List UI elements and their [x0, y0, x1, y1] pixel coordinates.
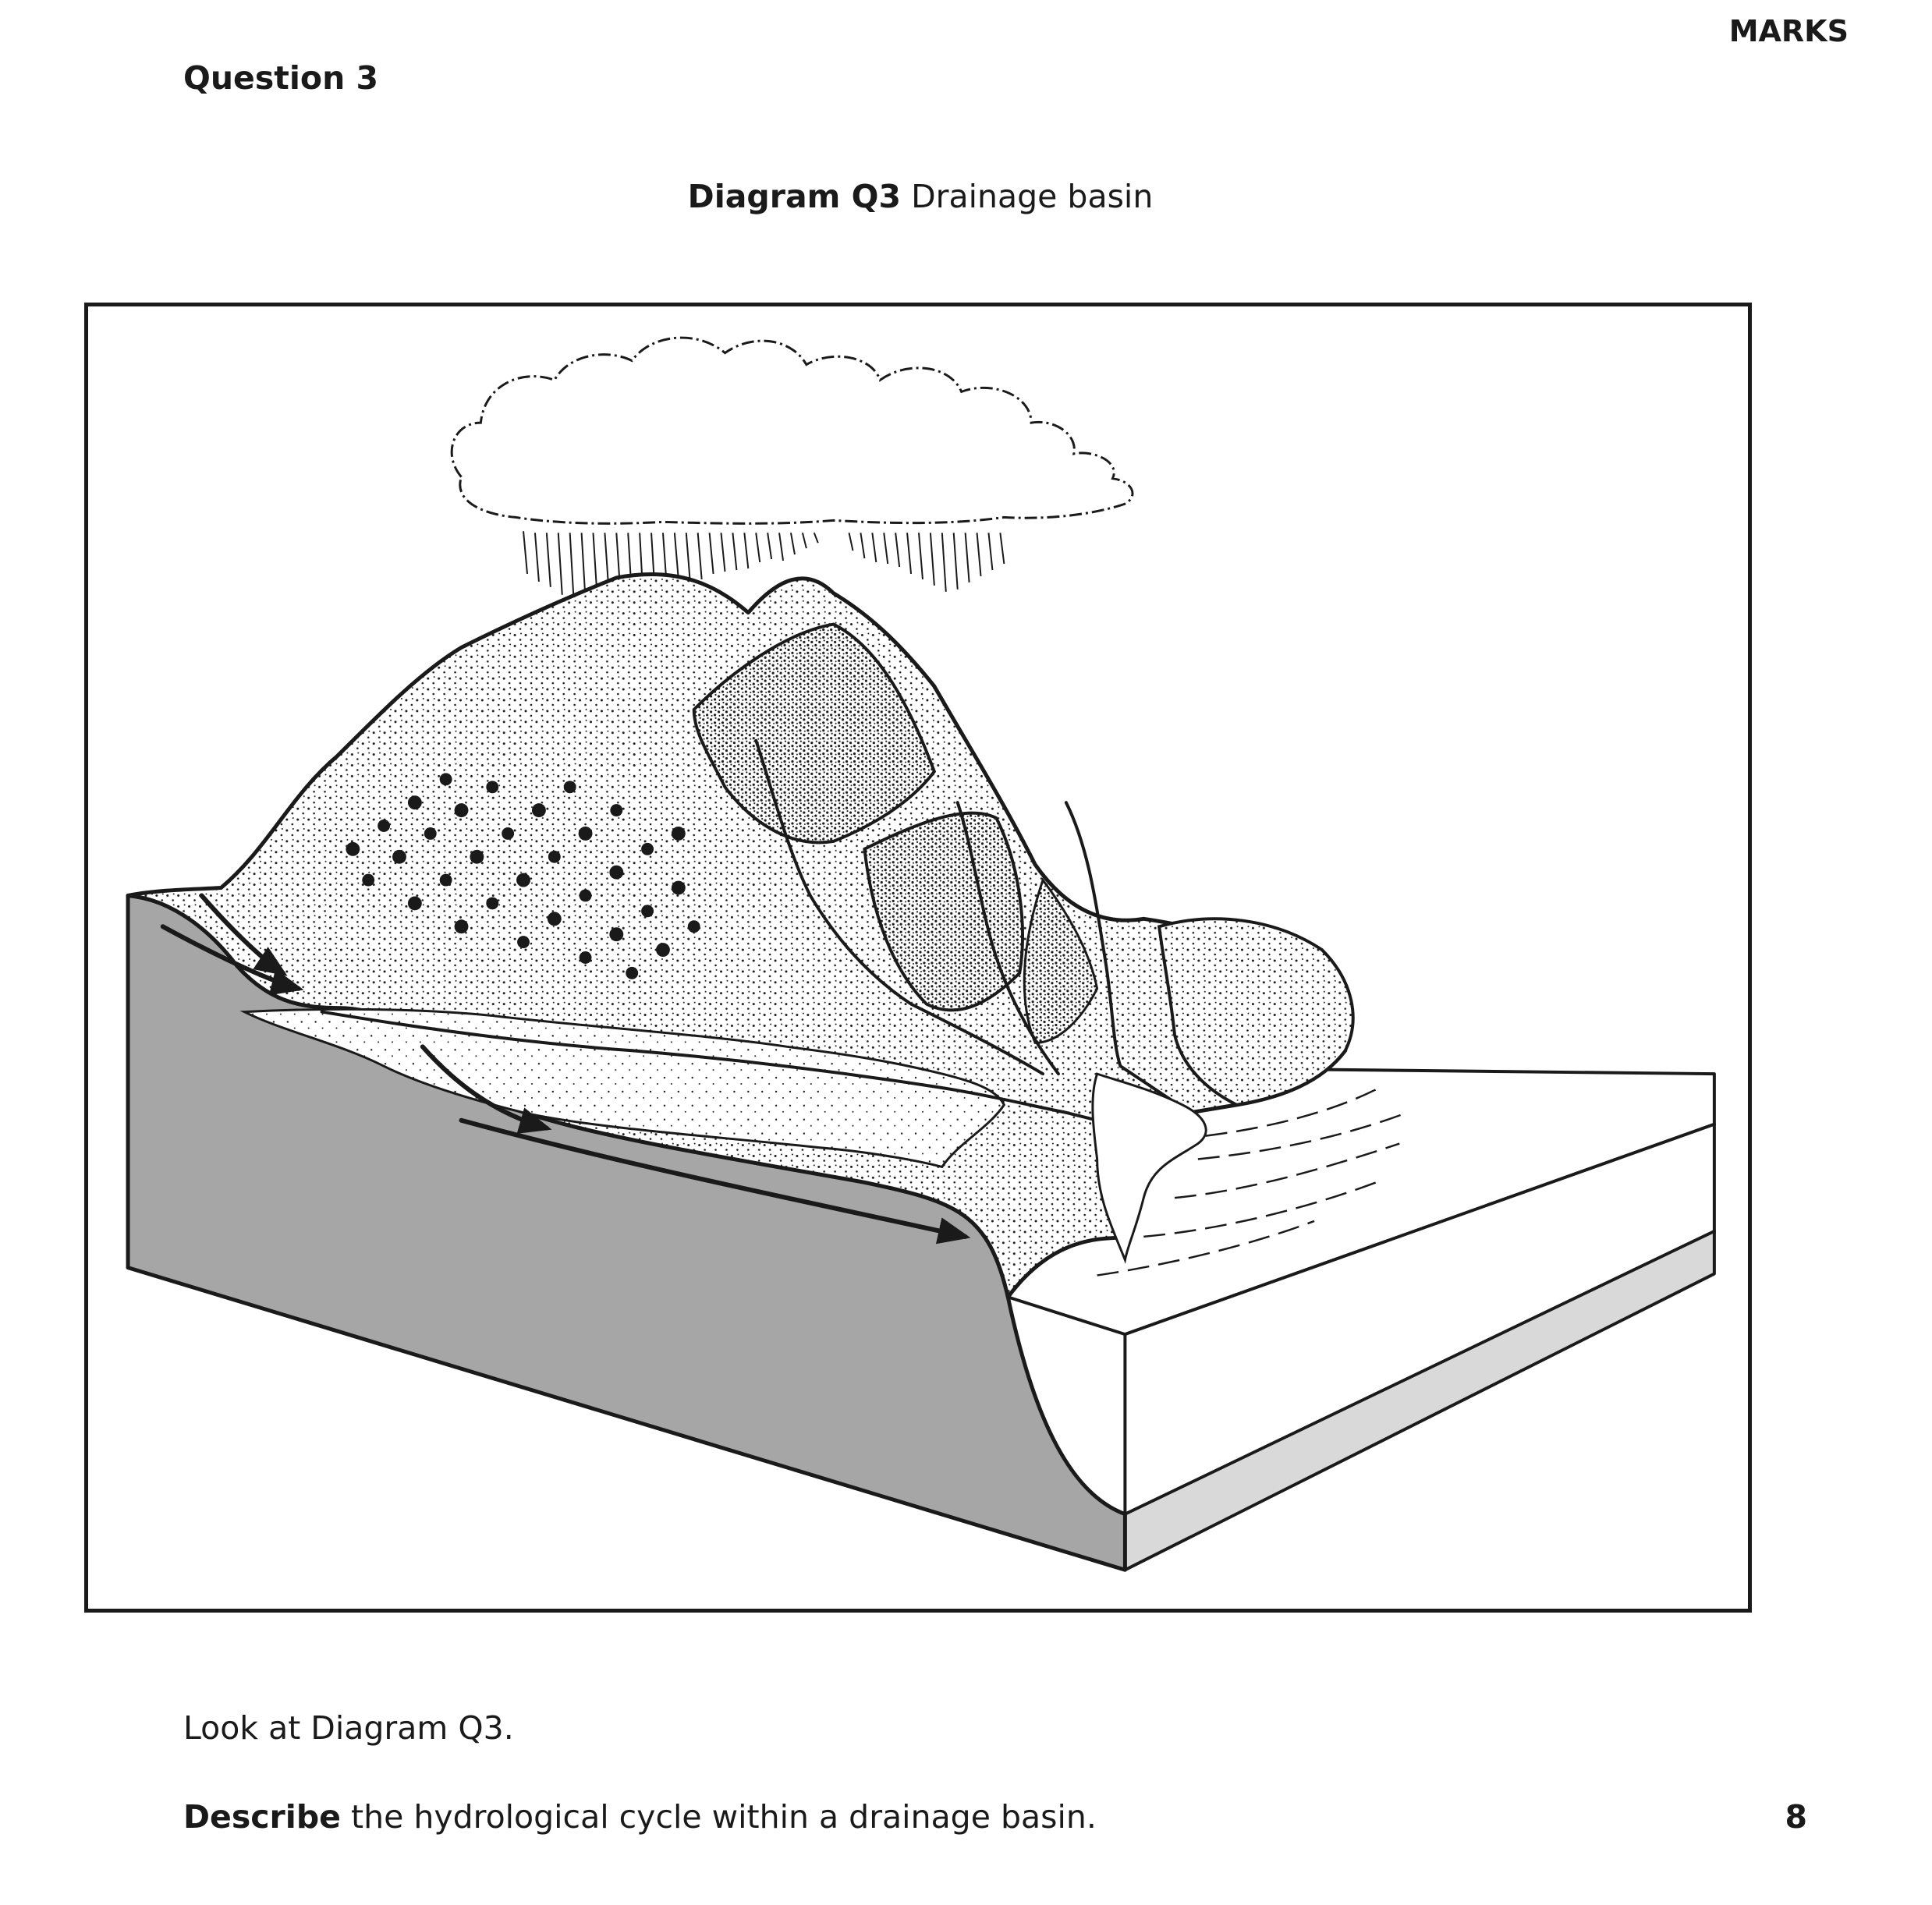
floodplain: [239, 1007, 1006, 1169]
mountain-shaded-spur: [863, 811, 1024, 1012]
marks-column-header: MARKS: [1728, 14, 1849, 48]
precipitation-lines: [523, 531, 1005, 605]
diagram-caption-title: Drainage basin: [901, 178, 1154, 215]
mountain-shaded-slope: [1023, 877, 1099, 1044]
forest-trees: [346, 773, 700, 979]
instruction-text: Look at Diagram Q3.: [183, 1709, 514, 1747]
task-prompt: Describe the hydrological cycle within a…: [183, 1798, 1097, 1836]
drainage-basin-diagram: [84, 303, 1752, 1613]
drainage-basin-illustration: [126, 336, 1716, 1572]
sea-current-lines: [1097, 1088, 1408, 1276]
mountain-shaded-ridge: [692, 622, 937, 845]
command-word: Describe: [183, 1798, 341, 1836]
diagram-caption-label: Diagram Q3: [687, 178, 902, 215]
diagram-caption: Diagram Q3 Drainage basin: [0, 178, 1841, 215]
task-text: the hydrological cycle within a drainage…: [340, 1798, 1097, 1836]
rain-cloud: [450, 336, 1134, 525]
groundwater-flow-arrows: [160, 893, 971, 1245]
delta-lobe: [1157, 917, 1355, 1107]
river-channels: [320, 738, 1192, 1138]
question-title: Question 3: [183, 59, 379, 97]
marks-value: 8: [1785, 1798, 1807, 1836]
river-estuary: [1091, 1072, 1207, 1264]
